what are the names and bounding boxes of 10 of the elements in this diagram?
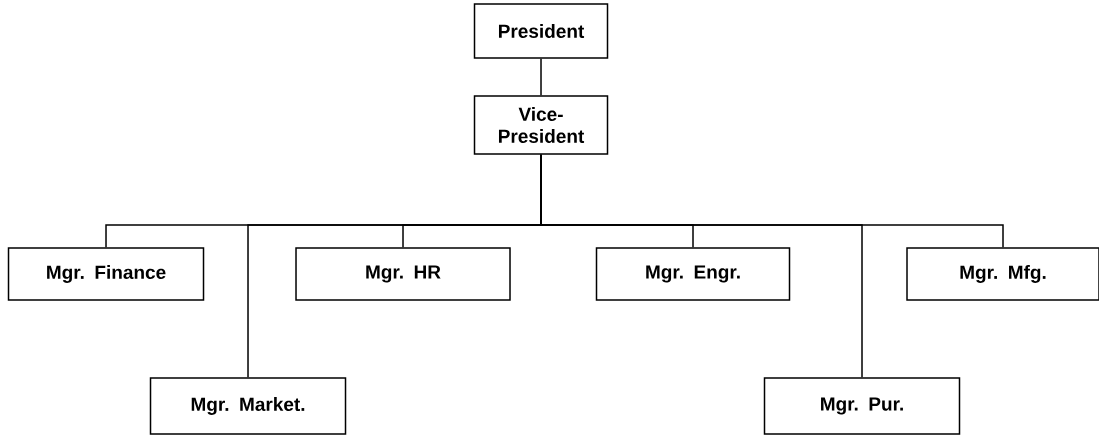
position-box: Mgr. Finance bbox=[7, 247, 205, 301]
position-box: Mgr. Engr. bbox=[595, 247, 791, 301]
position-box: Mgr. Market. bbox=[149, 377, 347, 435]
position-box: Vice-President bbox=[473, 95, 609, 155]
connector-line bbox=[540, 58, 542, 96]
position-box: Mgr. Mfg. bbox=[906, 247, 1099, 301]
position-box: President bbox=[473, 3, 609, 59]
position-box: Mgr. HR bbox=[295, 247, 511, 301]
position-box: Mgr. Pur. bbox=[763, 377, 961, 435]
connector-line bbox=[540, 154, 1004, 248]
